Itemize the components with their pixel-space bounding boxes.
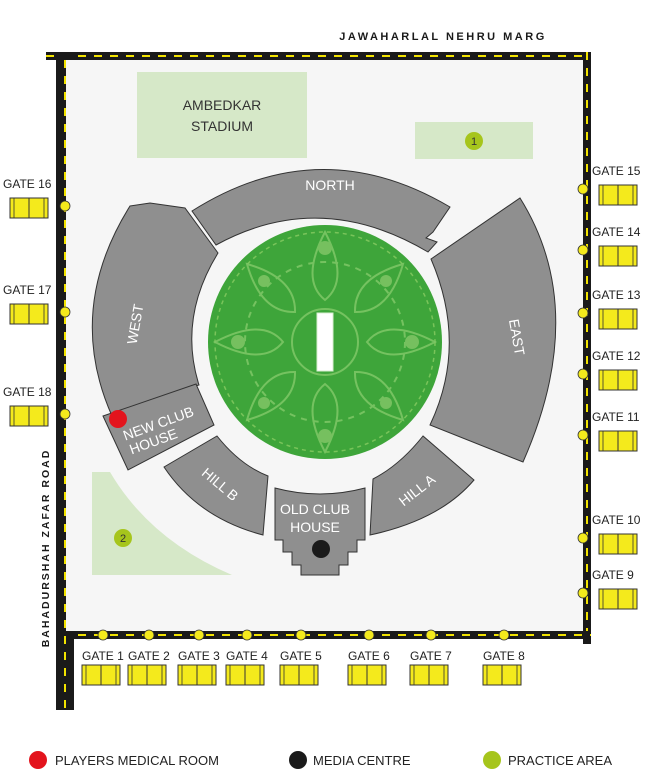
- stand-new-club-house: [102, 383, 215, 471]
- legend: PLAYERS MEDICAL ROOM MEDIA CENTRE PRACTI…: [29, 751, 612, 769]
- gate-right-0-entry: [577, 183, 589, 195]
- gate-right-2-entry: [577, 307, 589, 319]
- gate-bottom-4-label: GATE 5: [280, 649, 322, 663]
- gate-bottom-5-label: GATE 6: [348, 649, 390, 663]
- gate-right-4-entry: [577, 429, 589, 441]
- media-centre-marker: [312, 540, 330, 558]
- ambedkar-label-1: AMBEDKAR: [183, 97, 262, 113]
- gate-bottom-3-label: GATE 4: [226, 649, 268, 663]
- gate-bottom-6: GATE 7: [409, 629, 452, 686]
- gate-right-5: GATE 10: [577, 513, 641, 555]
- left-road-label: BAHADURSHAH ZAFAR ROAD: [40, 449, 52, 648]
- gate-right-3-label: GATE 12: [592, 349, 641, 363]
- gate-right-3-entry: [577, 368, 589, 380]
- legend-medical-marker: [29, 751, 47, 769]
- gate-bottom-6-entry: [425, 629, 437, 641]
- gate-left-0-entry: [59, 200, 71, 212]
- label-old-club-2: HOUSE: [290, 519, 340, 535]
- gate-right-1-label: GATE 14: [592, 225, 641, 239]
- gate-right-1-entry: [577, 244, 589, 256]
- practice-marker-2-label: 2: [120, 533, 126, 545]
- gate-left-2-label: GATE 18: [3, 385, 52, 399]
- legend-medical-label: PLAYERS MEDICAL ROOM: [55, 753, 219, 768]
- gate-bottom-7: GATE 8: [482, 629, 525, 686]
- gate-right-2: GATE 13: [577, 288, 641, 330]
- practice-marker-2: [114, 529, 132, 547]
- gate-bottom-4: GATE 5: [279, 629, 322, 686]
- gate-right-5-label: GATE 10: [592, 513, 641, 527]
- ambedkar-stadium: [137, 72, 307, 158]
- gate-bottom-7-entry: [498, 629, 510, 641]
- label-west: WEST: [124, 302, 147, 345]
- practice-area-2: [92, 472, 232, 575]
- gate-right-0-label: GATE 15: [592, 164, 641, 178]
- gate-right-2-label: GATE 13: [592, 288, 641, 302]
- legend-practice-marker: [483, 751, 501, 769]
- practice-marker-1: [465, 132, 483, 150]
- gate-right-6: GATE 9: [577, 568, 638, 610]
- gate-left-2: GATE 18: [3, 385, 71, 427]
- gates: GATE 16 GATE 17 GATE 18 GATE 15 GATE 14 GATE …: [3, 164, 641, 686]
- gate-right-5-entry: [577, 532, 589, 544]
- gate-bottom-4-entry: [295, 629, 307, 641]
- label-east: EAST: [506, 318, 528, 357]
- practice-marker-1-label: 1: [471, 136, 477, 148]
- stand-east: [429, 197, 557, 463]
- gate-right-6-entry: [577, 587, 589, 599]
- gate-bottom-5: GATE 6: [347, 629, 390, 686]
- gate-right-0: GATE 15: [577, 164, 641, 206]
- legend-media-label: MEDIA CENTRE: [313, 753, 411, 768]
- gate-left-1-entry: [59, 306, 71, 318]
- gate-bottom-0: GATE 1: [81, 629, 124, 686]
- gate-left-0: GATE 16: [3, 177, 71, 219]
- gate-bottom-3: GATE 4: [225, 629, 268, 686]
- stand-old-club-house: [274, 487, 366, 576]
- gate-bottom-3-entry: [241, 629, 253, 641]
- gate-left-2-entry: [59, 408, 71, 420]
- gate-bottom-6-label: GATE 7: [410, 649, 452, 663]
- gate-bottom-1: GATE 2: [127, 629, 170, 686]
- stand-north: [191, 169, 451, 253]
- playing-field: [208, 225, 442, 459]
- gate-left-1-label: GATE 17: [3, 283, 52, 297]
- gate-bottom-2: GATE 3: [177, 629, 220, 686]
- gate-bottom-0-entry: [97, 629, 109, 641]
- stand-hill-b: [163, 435, 269, 536]
- gate-left-1: GATE 17: [3, 283, 71, 325]
- gate-bottom-1-label: GATE 2: [128, 649, 170, 663]
- label-north: NORTH: [305, 177, 355, 193]
- gate-right-1: GATE 14: [577, 225, 641, 267]
- label-old-club-1: OLD CLUB: [280, 501, 350, 517]
- legend-practice-label: PRACTICE AREA: [508, 753, 612, 768]
- gate-right-4: GATE 11: [577, 410, 640, 452]
- pitch: [316, 312, 334, 372]
- gate-left-0-label: GATE 16: [3, 177, 52, 191]
- gate-bottom-2-label: GATE 3: [178, 649, 220, 663]
- stands: [91, 169, 557, 576]
- gate-bottom-1-entry: [143, 629, 155, 641]
- gate-bottom-7-label: GATE 8: [483, 649, 525, 663]
- gate-bottom-2-entry: [193, 629, 205, 641]
- gate-right-6-label: GATE 9: [592, 568, 634, 582]
- players-medical-room-marker: [109, 410, 127, 428]
- gate-bottom-5-entry: [363, 629, 375, 641]
- legend-media-marker: [289, 751, 307, 769]
- gate-bottom-0-label: GATE 1: [82, 649, 124, 663]
- top-road-label: JAWAHARLAL NEHRU MARG: [339, 31, 547, 43]
- stand-hill-a: [369, 435, 475, 536]
- gate-right-4-label: GATE 11: [592, 410, 640, 424]
- gate-right-3: GATE 12: [577, 349, 641, 391]
- ambedkar-label-2: STADIUM: [191, 118, 253, 134]
